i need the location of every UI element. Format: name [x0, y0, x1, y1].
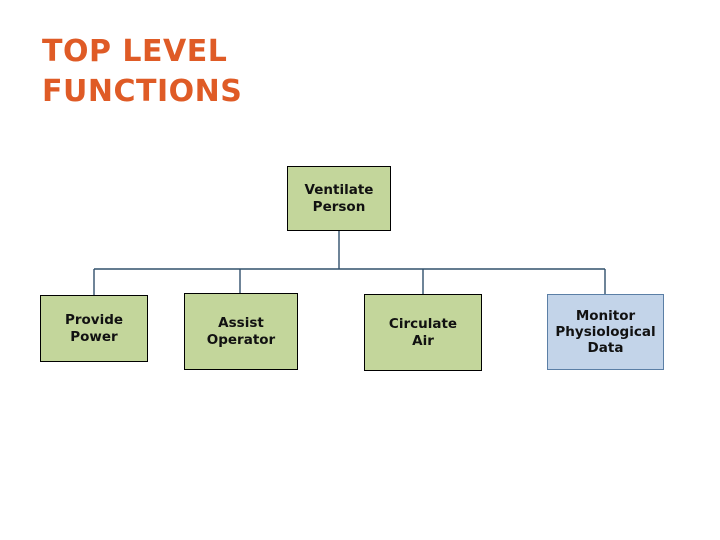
node-assist-operator[interactable]: Assist Operator	[184, 293, 298, 370]
slide-title: TOP LEVEL FUNCTIONS	[42, 34, 243, 109]
node-provide-power[interactable]: Provide Power	[40, 295, 148, 362]
node-monitor-physiological-data[interactable]: Monitor Physiological Data	[547, 294, 664, 370]
node-ventilate-person[interactable]: Ventilate Person	[287, 166, 391, 231]
node-circulate-air[interactable]: Circulate Air	[364, 294, 482, 371]
